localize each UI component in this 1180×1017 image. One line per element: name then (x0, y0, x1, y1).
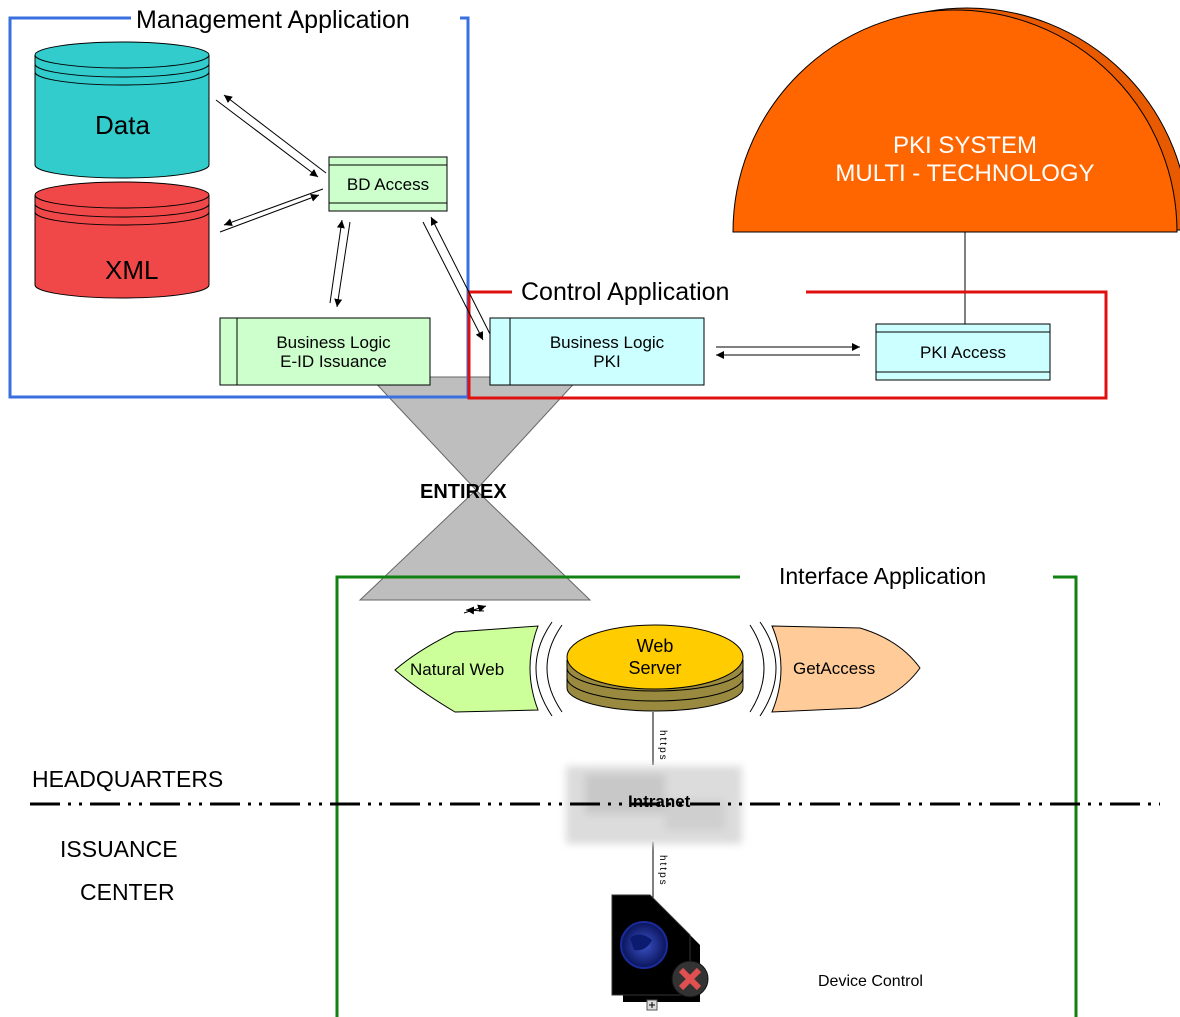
intranet-label: Intranet (628, 792, 691, 811)
control-application-label: Control Application (521, 278, 730, 306)
xml-database-icon (34, 181, 210, 299)
xml-db-label: XML (105, 255, 159, 285)
interface-application-label: Interface Application (779, 563, 987, 589)
web-server-label: Web Server (628, 636, 682, 678)
natural-web-shape (394, 625, 539, 713)
control-application-border (467, 290, 1108, 400)
connector-arrows (215, 94, 860, 615)
https-label-upper: https (657, 730, 668, 762)
headquarters-label: HEADQUARTERS (32, 766, 224, 792)
pki-system-label: PKI SYSTEM MULTI - TECHNOLOGY (835, 132, 1095, 187)
natural-web-label: Natural Web (410, 660, 505, 679)
management-application-label: Management Application (136, 6, 410, 34)
issuance-label-line2: CENTER (80, 879, 175, 905)
right-bracket-outer (759, 621, 777, 717)
getaccess-label: GetAccess (793, 659, 876, 678)
issuance-label-line1: ISSUANCE (60, 836, 178, 862)
issuance-center-label: ISSUANCE CENTER (60, 828, 178, 914)
pki-system-dome (732, 7, 1180, 233)
management-application-border (8, 16, 468, 399)
interface-application-border (335, 575, 740, 1017)
device-computer-icon (611, 894, 709, 1011)
business-logic-eid-label: Business Logic E-ID Issuance (276, 332, 391, 371)
data-db-label: Data (95, 110, 150, 140)
web-server-icon (566, 624, 744, 712)
management-application-border-right (460, 16, 470, 397)
pki-access-box (875, 323, 1051, 381)
left-bracket-outer (535, 621, 553, 717)
getaccess-shape (771, 625, 921, 713)
business-logic-eid-box (219, 317, 431, 386)
bd-access-box (328, 156, 448, 212)
business-logic-pki-label: Business Logic PKI (549, 332, 665, 371)
right-bracket (749, 624, 765, 713)
left-bracket (546, 624, 563, 713)
interface-application-border-right (1053, 575, 1078, 1017)
pki-access-label: PKI Access (920, 342, 1006, 362)
bd-access-label: BD Access (346, 175, 430, 194)
business-logic-pki-box (489, 317, 705, 386)
https-label-lower: https (657, 855, 668, 887)
entirex-label: ENTIREX (420, 481, 507, 503)
data-database-icon (34, 41, 210, 179)
device-control-label: Device Control (818, 973, 923, 990)
